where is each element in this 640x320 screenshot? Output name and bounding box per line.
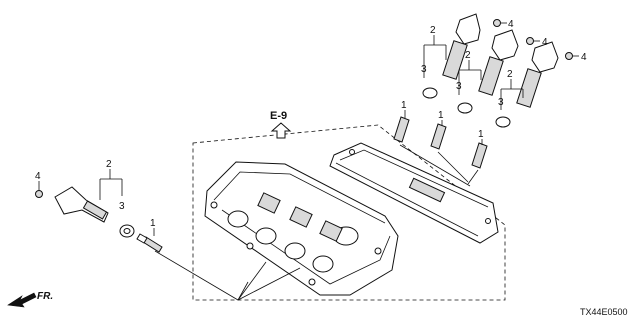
callout-bolt-1: 4 bbox=[508, 19, 514, 30]
callout-bolt-3: 4 bbox=[581, 52, 587, 63]
callout-coil-3: 2 bbox=[507, 69, 513, 80]
front-direction-arrow: FR. bbox=[7, 291, 53, 308]
ignition-coil-1 bbox=[422, 13, 481, 99]
callout-coil-left: 2 bbox=[106, 159, 112, 170]
callout-plug-2: 1 bbox=[438, 110, 444, 121]
reference-arrow: E-9 bbox=[270, 110, 292, 139]
callout-coil-2: 2 bbox=[465, 50, 471, 61]
spark-plug-3 bbox=[471, 142, 488, 169]
spark-plug-1 bbox=[393, 116, 410, 143]
bolt-3 bbox=[565, 52, 573, 60]
callout-bolt-left: 4 bbox=[35, 171, 41, 182]
bolt-2 bbox=[526, 37, 534, 45]
spark-plug-2 bbox=[430, 123, 447, 150]
callout-seal-3: 3 bbox=[498, 97, 504, 108]
ignition-coil-2 bbox=[457, 29, 519, 114]
callout-plug-left: 1 bbox=[150, 218, 156, 229]
callout-coil-1: 2 bbox=[430, 25, 436, 36]
bolt-1 bbox=[493, 19, 501, 27]
bolt-left bbox=[35, 190, 43, 198]
reference-label: E-9 bbox=[270, 110, 287, 122]
callout-seal-left: 3 bbox=[119, 201, 125, 212]
callout-seal-1: 3 bbox=[421, 64, 427, 75]
callout-plug-3: 1 bbox=[478, 129, 484, 140]
ignition-coil-left bbox=[54, 186, 135, 238]
callout-bolt-2: 4 bbox=[542, 37, 548, 48]
callout-seal-2: 3 bbox=[456, 81, 462, 92]
upper-head-cover bbox=[329, 142, 499, 244]
group-outline bbox=[192, 124, 506, 301]
front-label: FR. bbox=[37, 291, 53, 302]
spark-plug-left bbox=[136, 233, 163, 253]
callout-plug-1: 1 bbox=[401, 100, 407, 111]
part-code: TX44E0500 bbox=[580, 307, 628, 317]
cylinder-head-cover bbox=[204, 161, 399, 296]
